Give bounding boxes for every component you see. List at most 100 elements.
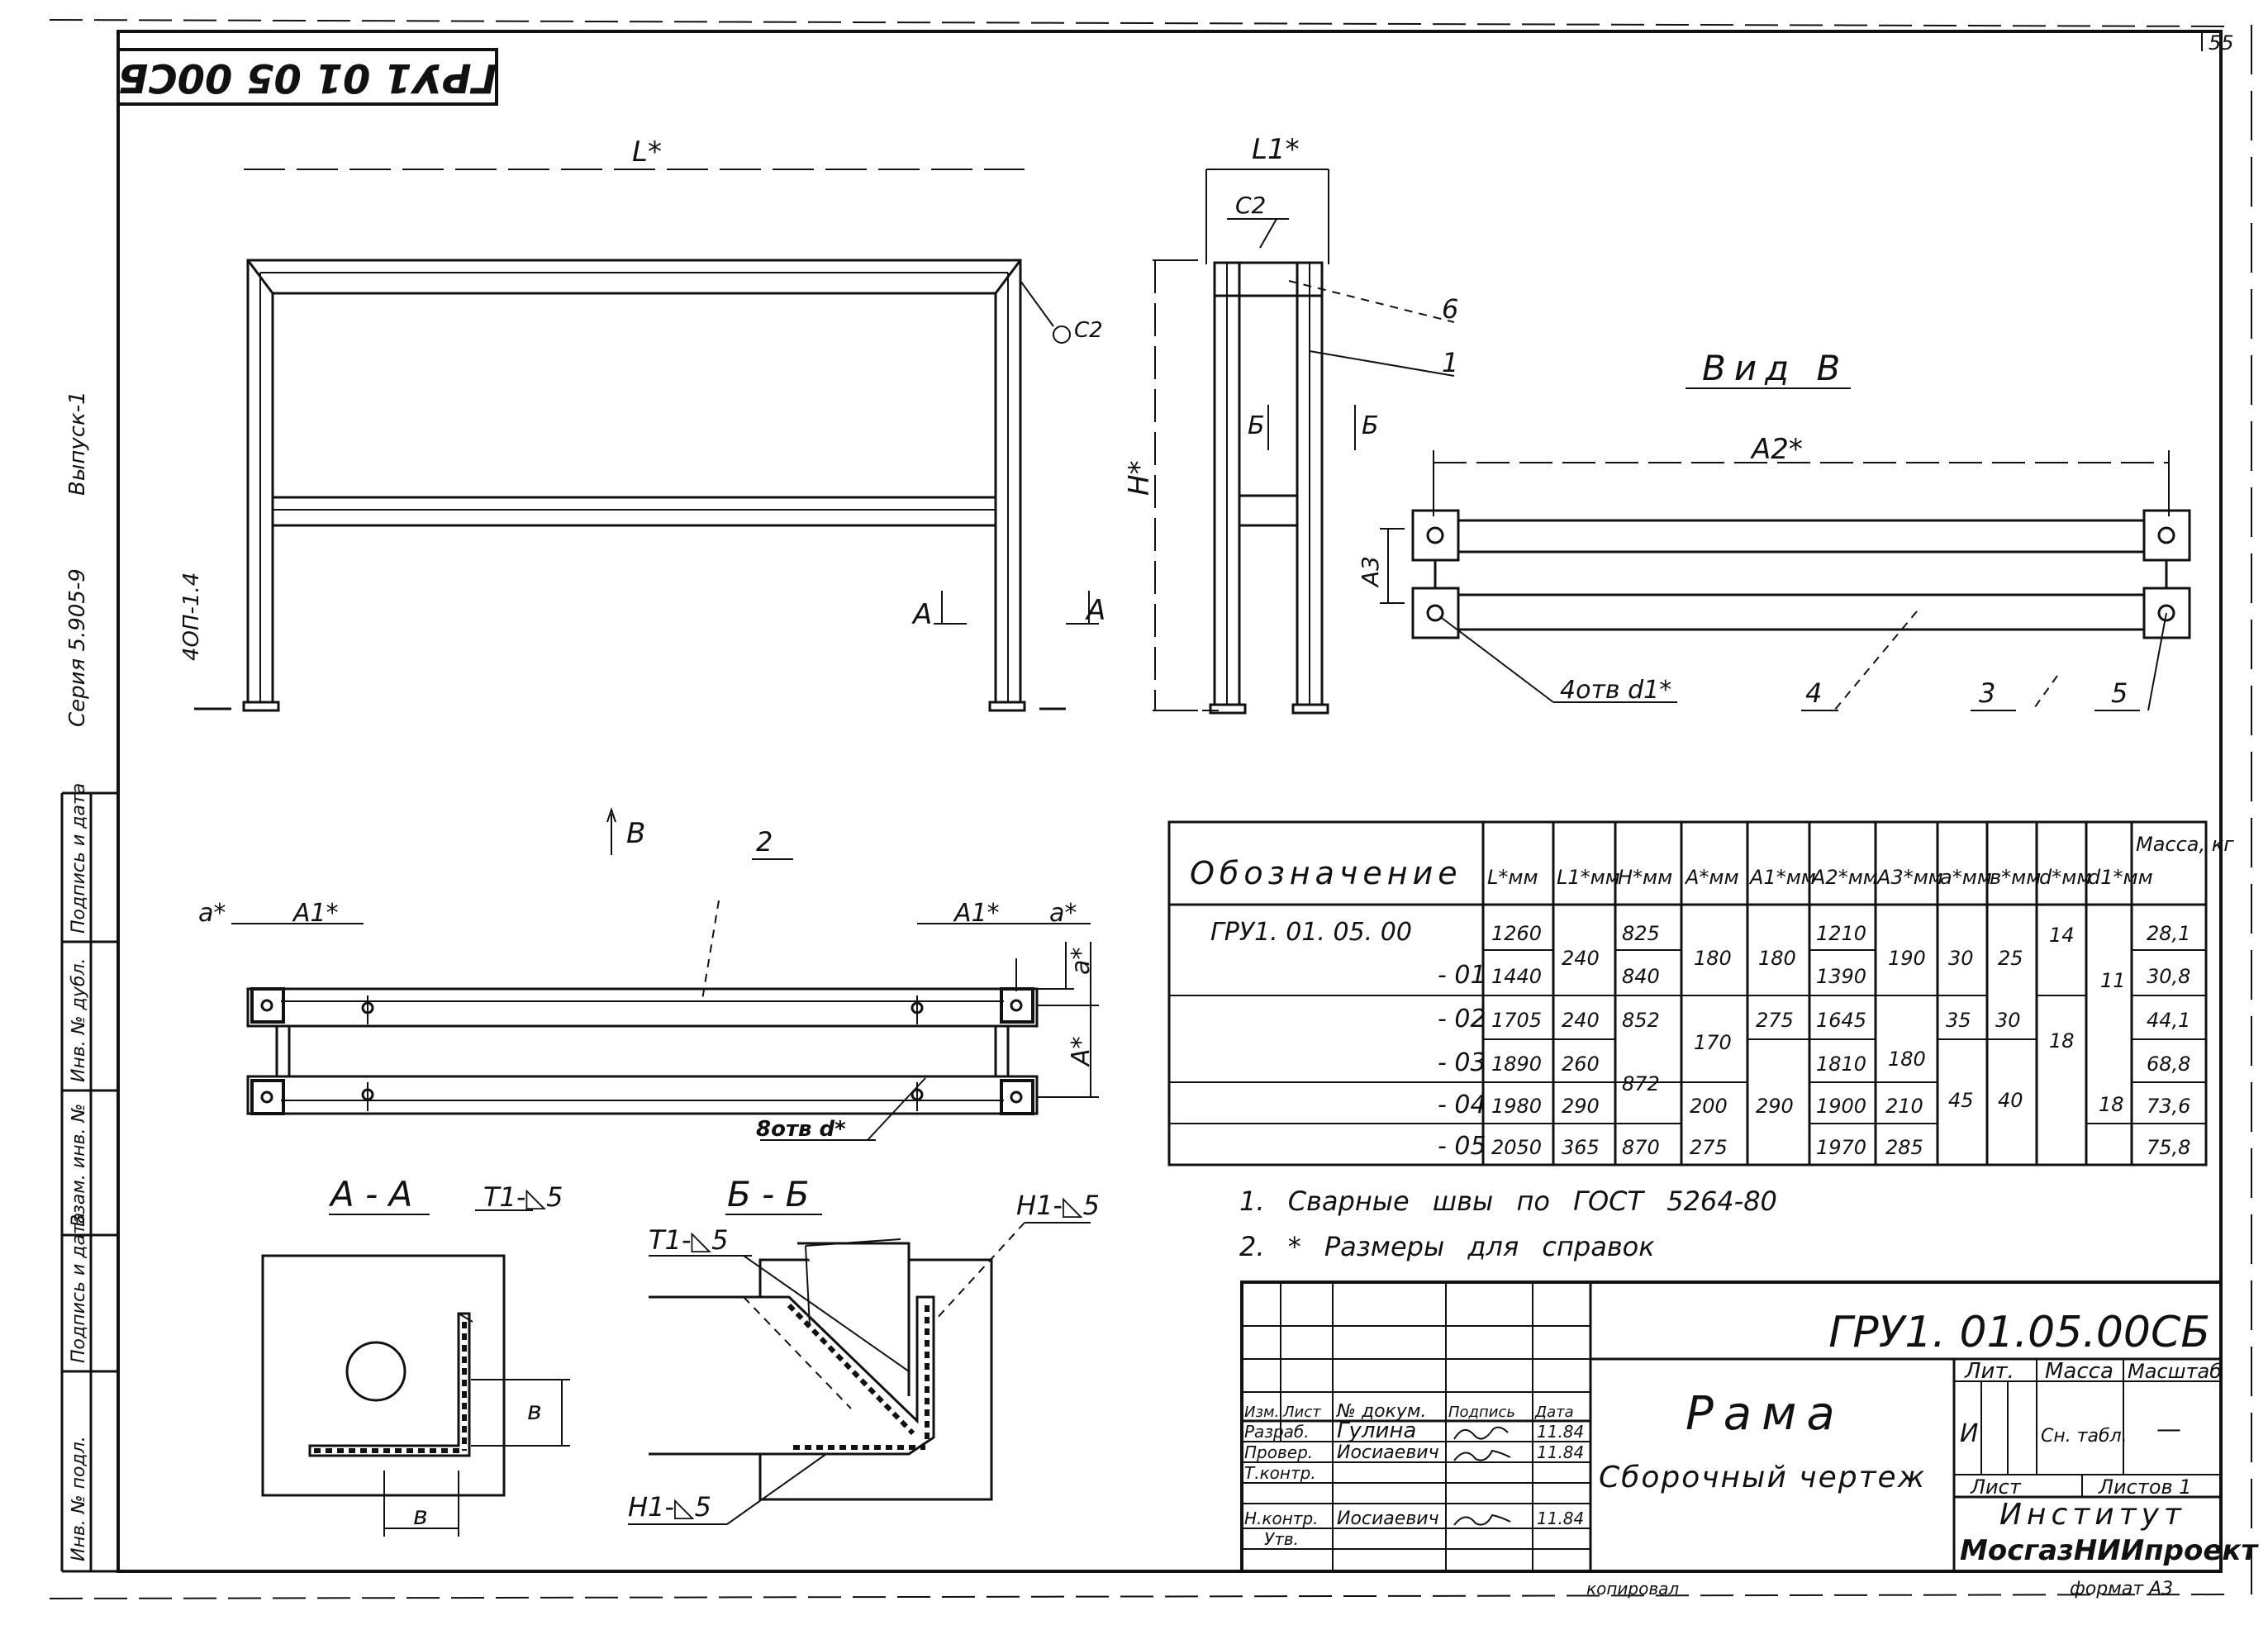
section-bb [628, 1214, 1091, 1525]
svg-text:Инв. № подл.: Инв. № подл. [69, 1436, 89, 1561]
svg-text:73,6: 73,6 [2147, 1095, 2190, 1118]
svg-text:1260: 1260 [1491, 922, 1542, 945]
front-view [194, 169, 1099, 712]
svg-text:Лист: Лист [1282, 1404, 1321, 1421]
svg-text:Подпись и дата: Подпись и дата [69, 1213, 89, 1363]
label-A1-right: A1* [953, 899, 1000, 928]
svg-text:L1*мм: L1*мм [1557, 866, 1620, 889]
label-A3: A3 [1357, 556, 1384, 588]
label-holes-8: 8отв d* [756, 1117, 846, 1142]
section-bb-title: Б - Б [727, 1174, 809, 1214]
svg-text:75,8: 75,8 [2147, 1136, 2190, 1159]
svg-text:40: 40 [1998, 1089, 2023, 1112]
label-arrow-B: В [626, 817, 645, 850]
drawing-name: Рама [1686, 1387, 1845, 1441]
title-block [1240, 1281, 2223, 1573]
svg-text:180: 180 [1694, 947, 1732, 970]
svg-text:Взам. инв. №: Взам. инв. № [69, 1104, 89, 1227]
table-text: Обозначение L*мм L1*мм H*мм A*мм A1*мм A… [1190, 833, 2234, 1161]
svg-text:Сн. табл.: Сн. табл. [2041, 1426, 2128, 1447]
side-view [1153, 169, 1455, 715]
svg-text:290: 290 [1756, 1095, 1794, 1118]
label-A-vertical: A* [1067, 1036, 1096, 1067]
svg-text:30,8: 30,8 [2147, 965, 2190, 988]
view-b-title: Вид В [1702, 348, 1848, 388]
sheet-frame [49, 19, 2252, 1599]
svg-text:260: 260 [1562, 1052, 1600, 1076]
svg-text:d*мм: d*мм [2039, 866, 2091, 889]
svg-text:Утв.: Утв. [1264, 1529, 1299, 1549]
svg-text:Лист: Лист [1970, 1475, 2022, 1499]
svg-text:Обозначение: Обозначение [1190, 855, 1462, 891]
svg-text:- 05: - 05 [1438, 1132, 1486, 1161]
signature-1 [1453, 1426, 1509, 1440]
svg-text:копировал: копировал [1586, 1579, 1679, 1599]
svg-text:1440: 1440 [1491, 965, 1542, 988]
svg-text:1390: 1390 [1816, 965, 1866, 988]
svg-text:№ докум.: № докум. [1336, 1401, 1426, 1422]
svg-text:Дата: Дата [1534, 1404, 1574, 1421]
svg-text:Выпуск-1: Выпуск-1 [65, 391, 90, 496]
signature-3 [1453, 1513, 1511, 1526]
label-holes-4: 4отв d1* [1560, 676, 1671, 705]
signature-2 [1453, 1449, 1511, 1461]
svg-text:275: 275 [1756, 1009, 1794, 1032]
svg-text:1970: 1970 [1816, 1136, 1866, 1159]
svg-text:68,8: 68,8 [2147, 1052, 2190, 1076]
svg-text:A*мм: A*мм [1684, 866, 1739, 889]
svg-text:30: 30 [1948, 947, 1974, 970]
svg-text:190: 190 [1888, 947, 1926, 970]
svg-text:Масштаб: Масштаб [2128, 1360, 2222, 1383]
svg-text:ГРУ1. 01. 05. 00: ГРУ1. 01. 05. 00 [1210, 918, 1412, 947]
mass-header: Масса, кг [2136, 833, 2234, 856]
svg-text:Серия 5.905-9: Серия 5.905-9 [65, 568, 90, 727]
svg-text:1980: 1980 [1491, 1095, 1542, 1118]
dim-v-vertical: в [527, 1397, 542, 1426]
svg-text:A1*мм: A1*мм [1748, 866, 1816, 889]
label-a-vertical: a* [1067, 948, 1096, 975]
label-pos2: 2 [756, 826, 773, 858]
drawing-code: ГРУ1. 01.05.00СБ [1828, 1308, 2210, 1357]
svg-text:240: 240 [1562, 947, 1600, 970]
label-B-left: Б [1248, 411, 1265, 440]
svg-text:- 02: - 02 [1438, 1005, 1486, 1033]
svg-text:H*мм: H*мм [1618, 866, 1672, 889]
svg-text:- 03: - 03 [1438, 1048, 1486, 1077]
svg-text:Гулина: Гулина [1337, 1418, 1416, 1443]
label-L: L* [632, 135, 662, 169]
svg-text:25: 25 [1998, 947, 2023, 970]
svg-text:Листов 1: Листов 1 [2098, 1475, 2192, 1499]
label-A2: A2* [1750, 433, 1803, 466]
label-H: H* [1123, 460, 1156, 496]
weld-h1-b: H1-◺5 [628, 1491, 711, 1523]
svg-text:11.84: 11.84 [1537, 1442, 1584, 1462]
svg-text:Масса: Масса [2045, 1359, 2113, 1384]
svg-text:L*мм: L*мм [1487, 866, 1538, 889]
svg-text:Подпись и дата: Подпись и дата [69, 783, 89, 934]
svg-text:Иосиаевич: Иосиаевич [1337, 1442, 1439, 1463]
svg-text:Институт: Институт [1999, 1498, 2186, 1532]
svg-text:Н.контр.: Н.контр. [1244, 1509, 1319, 1528]
svg-text:870: 870 [1622, 1136, 1660, 1159]
svg-text:30: 30 [1995, 1009, 2021, 1032]
label-B-right: Б [1362, 411, 1379, 440]
title-block-text: ГРУ1. 01.05.00СБ Рама Сборочный чертеж И… [1244, 1308, 2259, 1599]
svg-text:11.84: 11.84 [1537, 1509, 1584, 1528]
label-A-right: A [1085, 594, 1105, 627]
dim-v-horizontal: в [413, 1502, 428, 1531]
weld-h1-a: H1-◺5 [1016, 1190, 1100, 1221]
note-2: 2. * Размеры для справок [1239, 1231, 1655, 1262]
svg-text:14: 14 [2049, 924, 2075, 947]
svg-text:45: 45 [1948, 1089, 1974, 1112]
svg-text:290: 290 [1562, 1095, 1600, 1118]
side-strip [60, 791, 118, 1573]
svg-text:1705: 1705 [1491, 1009, 1542, 1032]
svg-text:872: 872 [1622, 1072, 1660, 1095]
svg-text:825: 825 [1622, 922, 1660, 945]
label-a-left: a* [198, 899, 226, 928]
stamp-code: ГРУ1 01 05 00СБ [118, 55, 497, 101]
svg-text:365: 365 [1562, 1136, 1600, 1159]
svg-text:в*мм: в*мм [1990, 866, 2041, 889]
svg-text:Иосиаевич: Иосиаевич [1337, 1509, 1439, 1529]
